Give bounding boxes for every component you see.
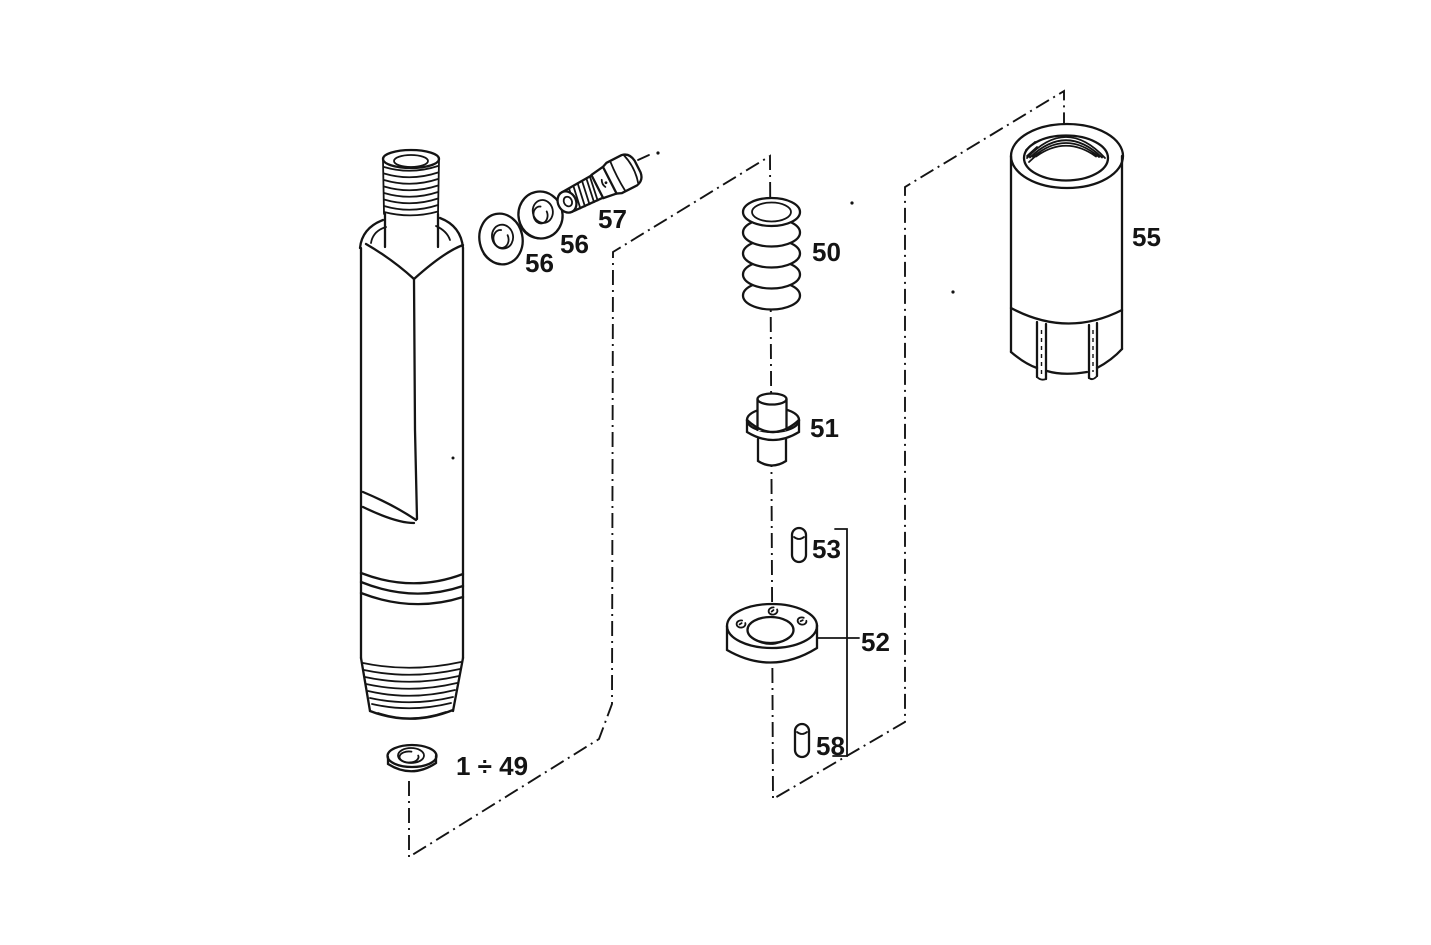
label-50: 50 xyxy=(812,237,841,267)
label-51: 51 xyxy=(810,413,839,443)
phantom-center-line xyxy=(408,89,1065,859)
washer-56-rear xyxy=(517,190,564,240)
label-1-49: 1 ÷ 49 xyxy=(456,751,528,781)
label-56-rear: 56 xyxy=(560,229,589,259)
cap-nut xyxy=(1009,122,1125,381)
injector-body xyxy=(358,148,465,720)
pressure-spindle xyxy=(745,392,801,467)
part-labels: 56 56 57 50 51 53 52 58 55 1 ÷ 49 xyxy=(456,204,1161,781)
label-57: 57 xyxy=(598,204,627,234)
washer-heat-shield xyxy=(386,743,438,773)
pin-upper xyxy=(790,526,808,564)
group-bracket xyxy=(817,528,860,757)
washer-56-front xyxy=(478,212,524,266)
label-55: 55 xyxy=(1132,222,1161,252)
adjusting-ring xyxy=(725,602,819,664)
label-53: 53 xyxy=(812,534,841,564)
pin-lower xyxy=(793,722,811,759)
hollow-screw xyxy=(556,153,643,214)
label-58: 58 xyxy=(816,731,845,761)
spring xyxy=(741,196,802,311)
label-56-front: 56 xyxy=(525,248,554,278)
label-52: 52 xyxy=(861,627,890,657)
